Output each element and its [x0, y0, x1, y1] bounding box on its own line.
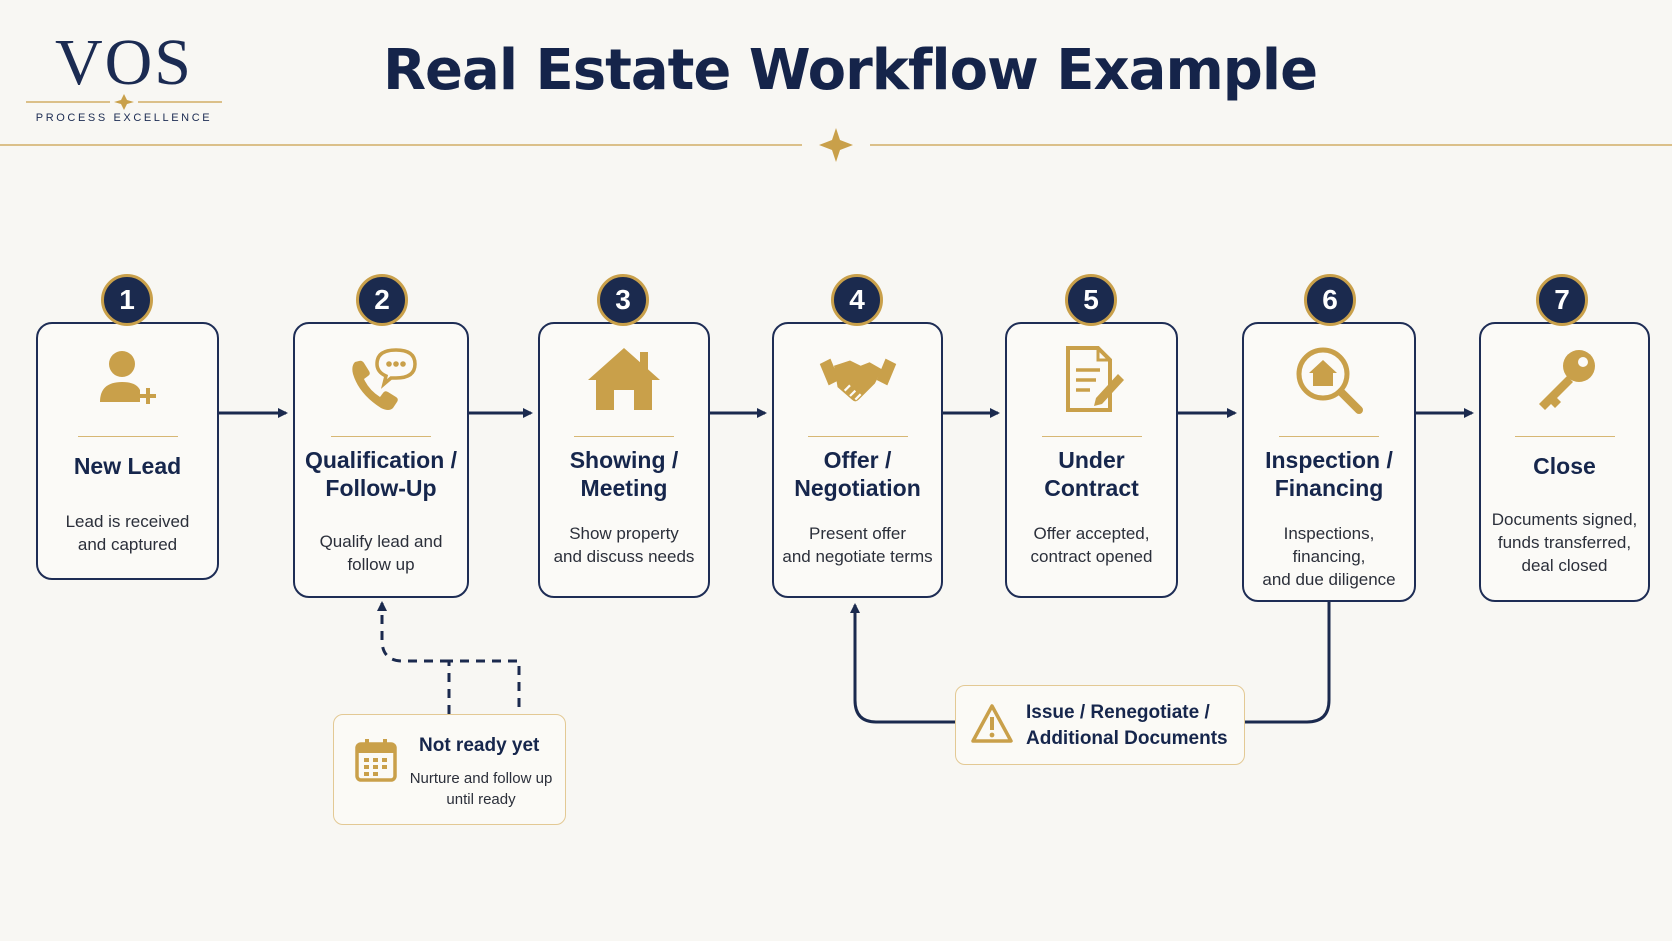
- brand-logo: VOS PROCESS EXCELLENCE: [24, 30, 224, 124]
- step-description: Inspections,financing,and due diligence: [1262, 524, 1396, 589]
- add-user-icon: [99, 351, 156, 404]
- phone-chat-icon: [352, 348, 417, 410]
- issue-box: Issue / Renegotiate /Additional Document…: [955, 685, 1245, 765]
- arrow-issue-loop: [855, 602, 1331, 724]
- step-title: Close: [1533, 453, 1596, 479]
- step-number-1: 1: [101, 274, 153, 326]
- step-title: Showing /Meeting: [569, 447, 679, 501]
- logo-tagline: PROCESS EXCELLENCE: [35, 112, 213, 124]
- handshake-icon: [819, 358, 896, 402]
- issue-title: Issue / Renegotiate /Additional Document…: [1026, 702, 1228, 749]
- step-card-6: Inspection /Financing Inspections,financ…: [1242, 322, 1416, 602]
- step-card-2: Qualification /Follow-Up Qualify lead an…: [293, 322, 469, 598]
- house-search-icon: [1296, 347, 1363, 414]
- step-divider: [1041, 436, 1142, 437]
- step-title: Offer /Negotiation: [794, 447, 921, 501]
- house-icon: [588, 348, 660, 410]
- step-number-5: 5: [1065, 274, 1117, 326]
- step-divider: [1514, 436, 1615, 437]
- not-ready-title: Not ready yet: [419, 735, 540, 756]
- step-title: New Lead: [73, 453, 182, 479]
- step-number-6: 6: [1304, 274, 1356, 326]
- step-title: Qualification /Follow-Up: [304, 447, 458, 501]
- logo-ornament-icon: [26, 94, 222, 110]
- step-number-7: 7: [1536, 274, 1588, 326]
- header-divider: [0, 128, 1672, 162]
- star-icon: [819, 128, 853, 162]
- step-description: Offer accepted,contract opened: [1030, 524, 1153, 566]
- warning-icon: [971, 704, 1013, 743]
- step-divider: [574, 436, 674, 437]
- step-title: Inspection /Financing: [1265, 447, 1393, 501]
- page-title: Real Estate Workflow Example: [382, 38, 1318, 103]
- step-divider: [331, 436, 431, 437]
- step-divider: [77, 436, 178, 437]
- step-number-2: 2: [356, 274, 408, 326]
- step-divider: [1279, 436, 1379, 437]
- key-icon: [1538, 350, 1595, 410]
- calendar-icon: [355, 739, 397, 782]
- step-card-7: Close Documents signed,funds transferred…: [1479, 322, 1650, 602]
- step-description: Documents signed,funds transferred,deal …: [1491, 510, 1638, 575]
- step-number-3: 3: [597, 274, 649, 326]
- document-pen-icon: [1065, 346, 1124, 412]
- arrow-not-ready-loop: [382, 603, 521, 714]
- step-number-4: 4: [831, 274, 883, 326]
- logo-wordmark: VOS: [54, 26, 194, 99]
- step-divider: [807, 436, 908, 437]
